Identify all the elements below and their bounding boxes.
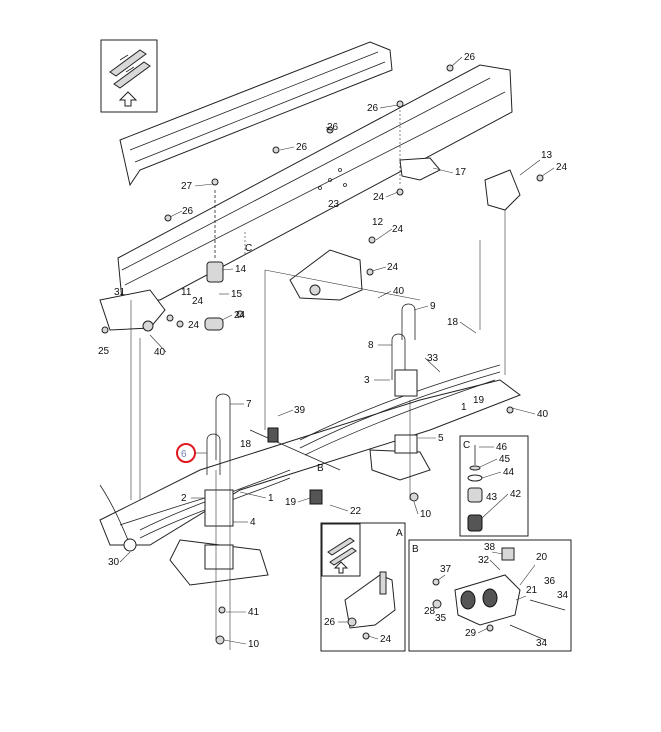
inset-b-shackle: [432, 547, 566, 641]
inset-a-label: A: [396, 528, 403, 539]
fasteners: [101, 64, 544, 645]
u-bolt-8: [391, 333, 406, 380]
callout-9: 9: [430, 301, 436, 312]
inset-b: B 38 32 20 37 21 36 34 28 35 29 34: [408, 539, 572, 652]
callout-34: 34: [557, 590, 569, 601]
callout-41: 41: [248, 607, 260, 618]
callout-42: 42: [510, 489, 522, 500]
inset-a-bracket: [344, 571, 396, 640]
leaf-spring-right: [299, 364, 501, 456]
callout-35: 35: [435, 613, 447, 624]
callout-18: 18: [240, 439, 252, 450]
rear-hanger-bracket: [399, 157, 521, 211]
frame-orientation-icon: [109, 49, 151, 89]
callout-24: 24: [556, 162, 568, 173]
callout-26: 26: [327, 122, 339, 133]
callout-8: 8: [368, 340, 374, 351]
callout-43: 43: [486, 492, 498, 503]
front-hanger-bracket: [99, 289, 166, 332]
u-bolt-9: [401, 303, 416, 340]
inset-c-label: C: [463, 440, 470, 451]
callout-20: 20: [536, 552, 548, 563]
callout-10: 10: [420, 509, 432, 520]
callout-37: 37: [440, 564, 452, 575]
inset-b-label: B: [412, 544, 419, 555]
axle-seat-left: [204, 489, 234, 570]
axle-seat-right: [394, 369, 418, 454]
callout-19: 19: [285, 497, 297, 508]
callout-26: 26: [324, 617, 336, 628]
callout-24: 24: [192, 296, 204, 307]
callout-26: 26: [464, 52, 476, 63]
orientation-box-main: [100, 39, 158, 113]
frame-rail-upper: [119, 41, 393, 187]
callout-27: 27: [181, 181, 193, 192]
callout-22: 22: [350, 506, 362, 517]
callouts-main: 26 26 26 26 26 13 24 17 24 27 23 12 24 C…: [98, 52, 568, 650]
callout-6: 6: [181, 449, 187, 460]
bump-stop-stack: [204, 190, 224, 331]
callout-19: 19: [473, 395, 485, 406]
callout-24: 24: [387, 262, 399, 273]
shock-absorber: [249, 427, 341, 505]
callout-leaders: [119, 56, 555, 645]
shackle-bracket: [289, 249, 363, 301]
callout-40: 40: [154, 347, 166, 358]
callout-34: 34: [536, 638, 548, 649]
callout-5: 5: [438, 433, 444, 444]
callout-17: 17: [455, 167, 467, 178]
callout-21: 21: [526, 585, 538, 596]
u-bolt-6: [206, 433, 221, 475]
callout-24: 24: [380, 634, 392, 645]
callout-15: 15: [231, 289, 243, 300]
assembly-guide-lines: [130, 110, 506, 650]
callout-24: 24: [392, 224, 404, 235]
callout-24: 24: [373, 192, 385, 203]
inset-a: A 26 24: [320, 522, 406, 652]
callout-14: 14: [235, 264, 247, 275]
callout-26: 26: [367, 103, 379, 114]
callout-7: 7: [246, 399, 252, 410]
callout-24: 24: [234, 310, 246, 321]
inset-c: C 46 45 44 43 42: [459, 435, 529, 537]
callout-44: 44: [503, 467, 515, 478]
up-arrow-icon: [333, 561, 349, 574]
callout-36: 36: [544, 576, 556, 587]
callout-10: 10: [248, 639, 260, 650]
inset-c-bump-stop: [467, 445, 483, 532]
callout-11: 11: [181, 287, 192, 298]
callout-38: 38: [484, 542, 496, 553]
callout-28: 28: [424, 606, 436, 617]
inset-a-orientation-box: [321, 523, 361, 577]
callout-30: 30: [108, 557, 120, 568]
callout-1: 1: [268, 493, 274, 504]
callout-12: 12: [372, 217, 384, 228]
callout-40: 40: [537, 409, 549, 420]
callout-B: B: [317, 463, 324, 474]
callout-39: 39: [294, 405, 306, 416]
callout-24: 24: [188, 320, 200, 331]
callout-4: 4: [250, 517, 256, 528]
callout-26: 26: [296, 142, 308, 153]
callout-25: 25: [98, 346, 110, 357]
callout-31: 31: [114, 287, 126, 298]
callout-26: 26: [182, 206, 194, 217]
callout-29: 29: [465, 628, 477, 639]
callout-46: 46: [496, 442, 508, 453]
callout-13: 13: [541, 150, 553, 161]
u-bolt-7: [215, 393, 231, 460]
callout-2: 2: [181, 493, 187, 504]
callout-40: 40: [393, 286, 405, 297]
callout-3: 3: [364, 375, 370, 386]
callout-18: 18: [447, 317, 459, 328]
callout-45: 45: [499, 454, 511, 465]
callout-33: 33: [427, 353, 439, 364]
callout-C: C: [245, 243, 252, 254]
callout-32: 32: [478, 555, 490, 566]
callout-23: 23: [328, 199, 340, 210]
callout-1: 1: [461, 402, 467, 413]
up-arrow-icon: [118, 91, 138, 107]
callout-6-highlighted: 6: [176, 443, 196, 463]
